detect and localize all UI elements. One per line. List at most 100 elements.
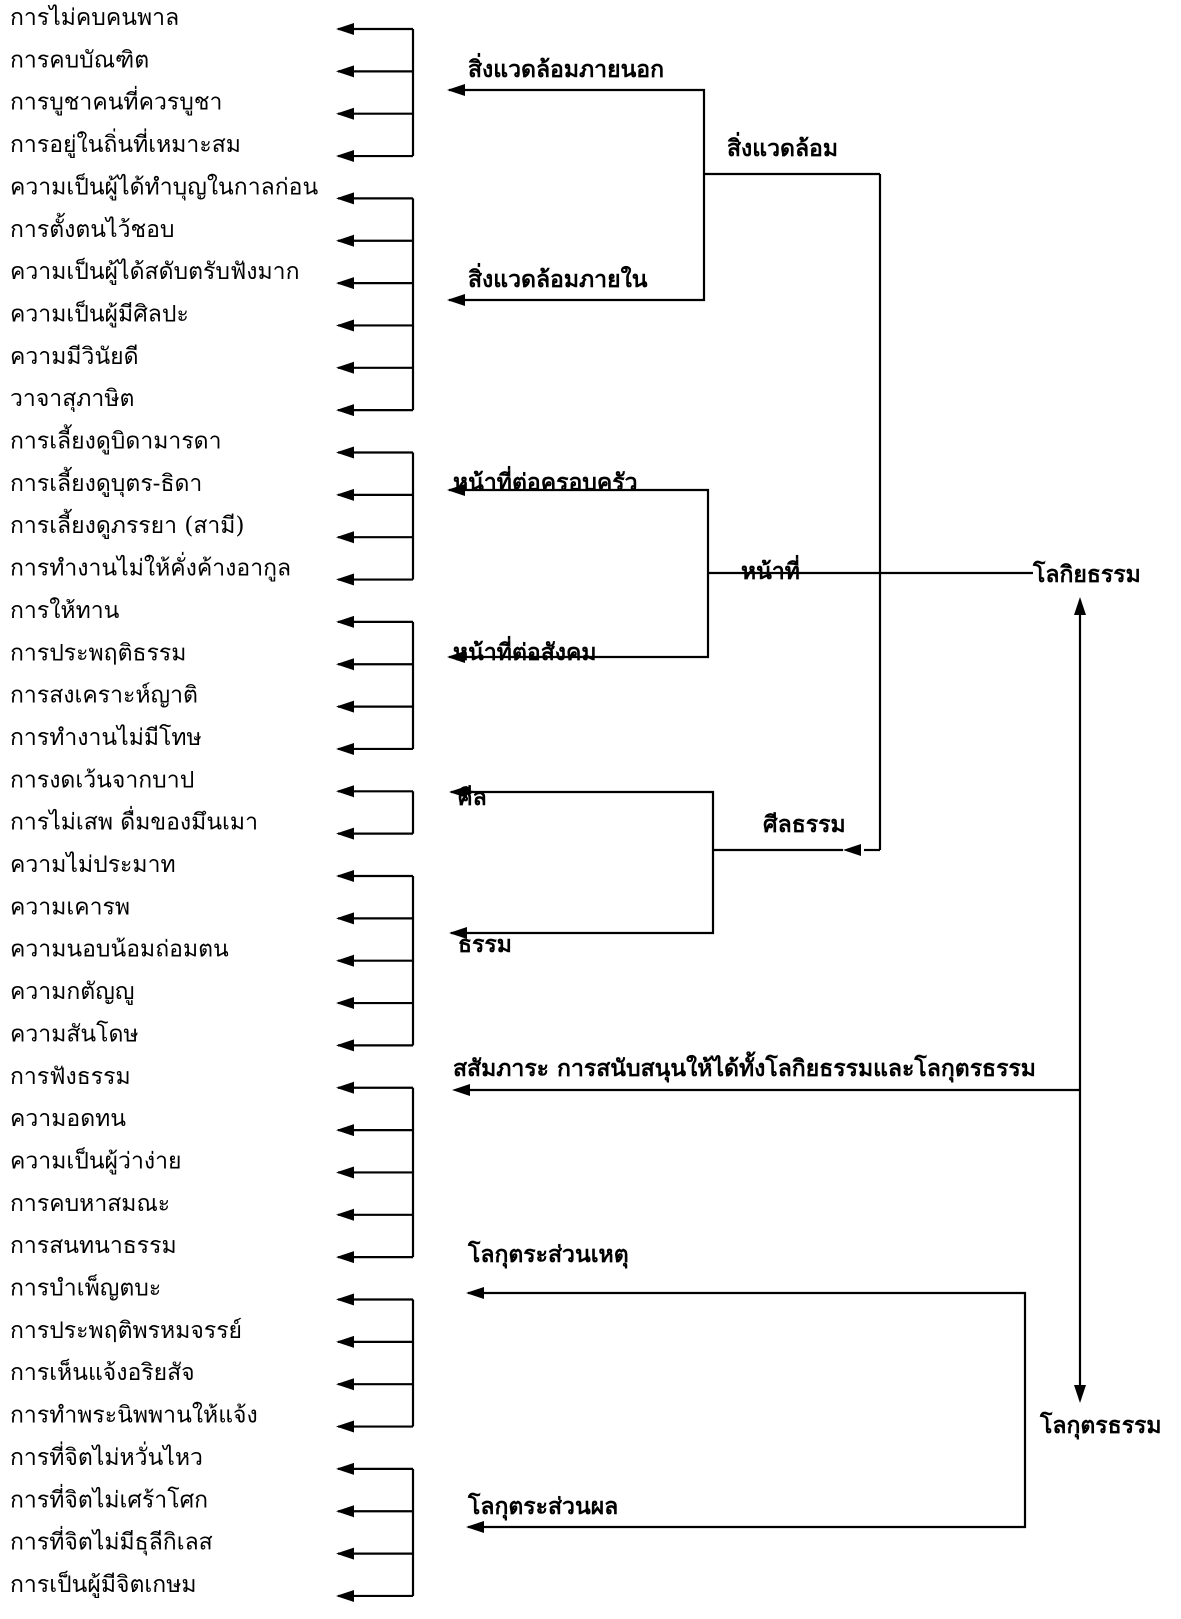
item-label: การให้ทาน xyxy=(10,597,120,624)
group-label-lokuttara-result: โลกุตระส่วนผล xyxy=(467,1492,618,1521)
item-label: ความเป็นผู้ได้ทำบุญในกาลก่อน xyxy=(10,171,318,200)
item-arrow xyxy=(336,1420,354,1433)
arrow-social-duty xyxy=(447,651,465,663)
item-label: การสงเคราะห์ญาติ xyxy=(10,682,198,709)
item-label: การเป็นผู้มีจิตเกษม xyxy=(10,1569,197,1598)
item-arrow xyxy=(336,361,354,374)
item-label: ความมีวินัยดี xyxy=(10,344,139,370)
item-arrow xyxy=(336,23,354,35)
item-arrow xyxy=(336,1124,354,1137)
item-label: การคบหาสมณะ xyxy=(10,1191,170,1217)
group-label-sambhara: สสัมภาระ การสนับสนุนให้ได้ทั้งโลกิยธรรมแ… xyxy=(453,1051,1036,1083)
arrow-sila xyxy=(449,786,467,798)
item-arrow xyxy=(336,446,354,459)
item-arrow xyxy=(336,1251,354,1264)
lokuttara-bracket xyxy=(468,1291,1027,1529)
group-label-duty: หน้าที่ xyxy=(741,554,800,585)
item-label: ความนอบน้อมถ่อมตน xyxy=(10,937,229,963)
group-label-lokiya: โลกิยธรรม xyxy=(1032,560,1141,588)
item-arrow xyxy=(336,1208,354,1221)
sila-dhamma-bracket xyxy=(451,790,715,935)
item-label: ความไม่ประมาท xyxy=(10,851,176,878)
item-arrow xyxy=(336,107,354,120)
arrow-sambhara xyxy=(452,1084,470,1096)
arrow-sila-dhamma xyxy=(843,844,861,856)
item-label: การเลี้ยงดูบุตร-ธิดา xyxy=(10,467,202,497)
group-label-dhamma: ธรรม xyxy=(458,931,512,958)
item-arrow xyxy=(336,1589,354,1602)
item-arrow xyxy=(336,827,354,840)
item-arrow xyxy=(336,1039,354,1052)
group-label-sila-dhamma: ศีลธรรม xyxy=(763,811,846,838)
item-label: การอยู่ในถิ่นที่เหมาะสม xyxy=(10,128,241,158)
item-arrow xyxy=(336,488,354,501)
item-arrow xyxy=(336,1293,354,1306)
item-label: ความสันโดษ xyxy=(10,1020,139,1047)
item-label: การไม่คบคนพาล xyxy=(10,4,179,31)
duty-bracket xyxy=(449,488,710,659)
group-label-external-environment: สิ่งแวดล้อมภายนอก xyxy=(468,52,664,83)
item-arrow xyxy=(336,1505,354,1518)
group-label-lokuttara-cause: โลกุตระส่วนเหตุ xyxy=(467,1240,629,1269)
item-label: การตั้งตนไว้ชอบ xyxy=(10,213,175,243)
group-label-family-duty: หน้าที่ต่อครอบครัว xyxy=(453,465,638,496)
item-arrow xyxy=(336,277,354,290)
group-label-sila: ศีล xyxy=(458,784,487,811)
item-label: การเห็นแจ้งอริยสัจ xyxy=(10,1357,195,1386)
item-arrow xyxy=(336,192,354,205)
item-arrow xyxy=(336,573,354,586)
item-label: ความกตัญญู xyxy=(10,979,134,1005)
item-arrow xyxy=(336,531,354,544)
item-label: ความเคารพ xyxy=(10,894,130,920)
item-label: การบูชาคนที่ควรบูชา xyxy=(10,86,222,116)
item-arrow xyxy=(336,785,354,798)
item-label: การทำพระนิพพานให้แจ้ง xyxy=(10,1402,258,1429)
arrow-to-lokuttara xyxy=(1074,1385,1086,1403)
item-arrow xyxy=(336,912,354,925)
group-label-social-duty: หน้าที่ต่อสังคม xyxy=(453,635,597,666)
item-arrow xyxy=(336,615,354,628)
environment-bracket xyxy=(449,88,706,302)
item-label: วาจาสุภาษิต xyxy=(10,386,134,412)
item-arrow xyxy=(336,742,354,755)
item-arrow xyxy=(336,234,354,247)
item-label: การประพฤติพรหมจรรย์ xyxy=(10,1317,242,1344)
item-label: การที่จิตไม่มีธุลีกิเลส xyxy=(10,1526,213,1556)
item-arrow xyxy=(336,65,354,78)
arrow-family-duty xyxy=(447,484,465,496)
item-arrow xyxy=(336,1462,354,1475)
item-label: การที่จิตไม่หวั่นไหว xyxy=(10,1441,203,1471)
arrow-dhamma xyxy=(449,927,467,939)
item-arrow xyxy=(336,1335,354,1348)
item-labels: การไม่คบคนพาลการคบบัณฑิตการบูชาคนที่ควรบ… xyxy=(10,4,318,1598)
item-arrow xyxy=(336,1378,354,1391)
item-label: การที่จิตไม่เศร้าโศก xyxy=(10,1483,208,1513)
item-label: การทำงานไม่มีโทษ xyxy=(10,724,202,751)
item-arrow xyxy=(336,319,354,332)
item-label: การเลี้ยงดูบิดามารดา xyxy=(10,425,222,455)
item-arrow xyxy=(336,954,354,967)
item-arrow xyxy=(336,700,354,713)
item-label: การประพฤติธรรม xyxy=(10,640,186,666)
item-label: การเลี้ยงดูภรรยา (สามี) xyxy=(10,509,244,539)
item-arrow xyxy=(336,150,354,163)
item-arrow xyxy=(336,1547,354,1560)
group-label-lokuttara: โลกุตรธรรม xyxy=(1039,1411,1162,1440)
group-label-environment: สิ่งแวดล้อม xyxy=(727,131,838,162)
item-arrow xyxy=(336,997,354,1010)
arrow-to-lokiya xyxy=(1074,597,1086,615)
connector-lines xyxy=(336,23,1086,1602)
item-label: ความอดทน xyxy=(10,1106,126,1132)
arrow-lokuttara-result xyxy=(466,1521,484,1533)
item-label: การงดเว้นจากบาป xyxy=(10,767,194,793)
arrow-internal-environment xyxy=(447,294,465,306)
arrow-external-environment xyxy=(447,84,465,96)
item-label: การคบบัณฑิต xyxy=(10,47,149,73)
group-label-internal-environment: สิ่งแวดล้อมภายใน xyxy=(468,262,648,293)
item-arrow xyxy=(336,1081,354,1094)
item-label: การไม่เสพ ดื่มของมึนเมา xyxy=(10,806,258,836)
item-label: ความเป็นผู้ว่าง่าย xyxy=(10,1145,182,1174)
item-arrow xyxy=(336,870,354,882)
item-label: การทำงานไม่ให้คั่งค้างอากูล xyxy=(10,552,291,582)
